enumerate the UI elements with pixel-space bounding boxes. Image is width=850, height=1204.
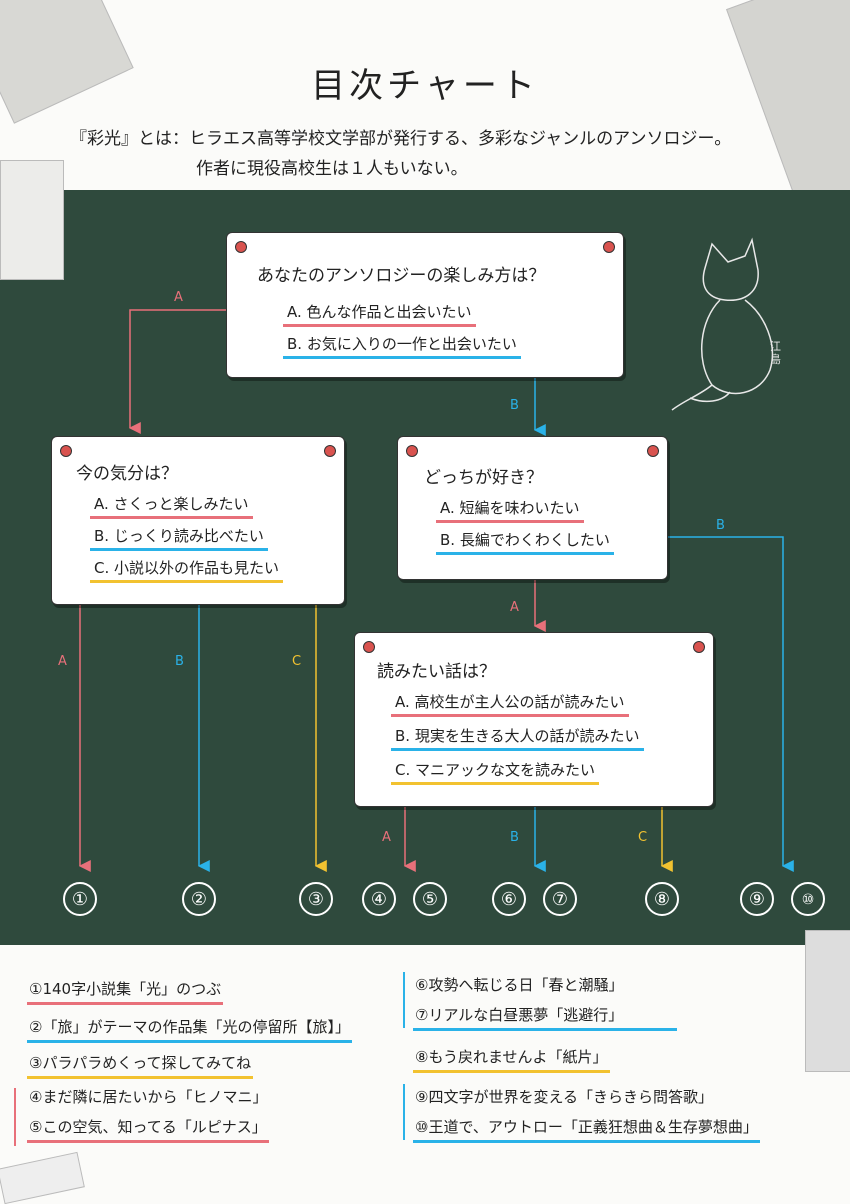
legend-bracket-6-7 xyxy=(403,972,405,1028)
pin-icon xyxy=(406,445,418,457)
cat-doodle xyxy=(671,237,774,411)
question-card-4: 読みたい話は？ A. 高校生が主人公の話が読みたい B. 現実を生きる大人の話が… xyxy=(354,632,714,807)
legend-item-8: ⑧もう戻れませんよ「紙片」 xyxy=(413,1046,610,1073)
artist-signature: 江島 xyxy=(770,340,781,366)
legend-bracket-9-10 xyxy=(403,1084,405,1140)
legend-item-6: ⑥攻勢へ転じる日「春と潮騒」 xyxy=(415,976,624,994)
question-2-option-a: A. さくっと楽しみたい xyxy=(90,493,253,519)
legend-item-7: ⑦リアルな白昼悪夢「逃避行」 xyxy=(413,1004,677,1031)
decorative-paper-right xyxy=(805,930,850,1072)
question-4-option-a: A. 高校生が主人公の話が読みたい xyxy=(391,691,629,717)
question-3-text: どっちが好き？ xyxy=(424,468,543,488)
question-3-option-a: A. 短編を味わいたい xyxy=(436,497,584,523)
legend-item-2: ②「旅」がテーマの作品集「光の停留所【旅】」 xyxy=(27,1016,352,1043)
question-3-option-b: B. 長編でわくわくしたい xyxy=(436,529,614,555)
legend-item-5: ⑤この空気、知ってる「ルピナス」 xyxy=(27,1116,269,1143)
intro-line-1: 『彩光』とは：ヒラエス高等学校文学部が発行する、多彩なジャンルのアンソロジー。 xyxy=(70,129,732,149)
result-number-3: ③ xyxy=(299,882,333,916)
label-q2-c: C xyxy=(292,654,302,669)
result-number-5: ⑤ xyxy=(413,882,447,916)
question-card-1: あなたのアンソロジーの楽しみ方は？ A. 色んな作品と出会いたい B. お気に入… xyxy=(226,232,624,378)
legend-item-9: ⑨四文字が世界を変える「きらきら問答歌」 xyxy=(415,1088,713,1106)
result-number-2: ② xyxy=(182,882,216,916)
legend-item-1: ①140字小説集「光」のつぶ xyxy=(27,978,224,1005)
pin-icon xyxy=(693,641,705,653)
question-card-3: どっちが好き？ A. 短編を味わいたい B. 長編でわくわくしたい xyxy=(397,436,668,580)
pin-icon xyxy=(603,241,615,253)
question-4-text: 読みたい話は？ xyxy=(377,662,496,682)
label-q2-b: B xyxy=(175,654,184,669)
result-number-7: ⑦ xyxy=(543,882,577,916)
intro-line-2: 作者に現役高校生は１人もいない。 xyxy=(196,159,468,179)
question-card-2: 今の気分は？ A. さくっと楽しみたい B. じっくり読み比べたい C. 小説以… xyxy=(51,436,345,605)
legend-item-4: ④まだ隣に居たいから「ヒノマニ」 xyxy=(29,1088,268,1106)
legend-item-3: ③パラパラめくって探してみてね xyxy=(27,1052,254,1079)
label-q3-b: B xyxy=(716,518,725,533)
legend-bracket-4-5 xyxy=(14,1088,16,1146)
result-number-6: ⑥ xyxy=(492,882,526,916)
result-number-8: ⑧ xyxy=(645,882,679,916)
legend-item-10: ⑩王道で、アウトロー「正義狂想曲＆生存夢想曲」 xyxy=(413,1116,760,1143)
label-q4-a: A xyxy=(382,830,391,845)
result-number-4: ④ xyxy=(362,882,396,916)
question-4-option-b: B. 現実を生きる大人の話が読みたい xyxy=(391,725,644,751)
question-2-option-c: C. 小説以外の作品も見たい xyxy=(90,557,284,583)
question-1-option-b: B. お気に入りの一作と出会いたい xyxy=(283,333,521,359)
label-q2-a: A xyxy=(58,654,67,669)
pin-icon xyxy=(363,641,375,653)
label-q3-a: A xyxy=(510,600,519,615)
question-2-option-b: B. じっくり読み比べたい xyxy=(90,525,268,551)
label-q4-c: C xyxy=(638,830,648,845)
question-2-text: 今の気分は？ xyxy=(76,464,178,484)
connector-q3-b xyxy=(652,536,794,872)
result-number-1: ① xyxy=(63,882,97,916)
question-4-option-c: C. マニアックな文を読みたい xyxy=(391,759,600,785)
question-1-text: あなたのアンソロジーの楽しみ方は？ xyxy=(257,266,546,286)
label-q1-a: A xyxy=(174,290,183,305)
label-q1-b: B xyxy=(510,398,519,413)
pin-icon xyxy=(324,445,336,457)
pin-icon xyxy=(647,445,659,457)
pin-icon xyxy=(60,445,72,457)
label-q4-b: B xyxy=(510,830,519,845)
result-number-9: ⑨ xyxy=(740,882,774,916)
page-title: 目次チャート xyxy=(311,66,539,106)
question-1-option-a: A. 色んな作品と出会いたい xyxy=(283,301,476,327)
pin-icon xyxy=(235,241,247,253)
result-number-10: ⑩ xyxy=(791,882,825,916)
connector-q1-a xyxy=(128,309,226,434)
decorative-newspaper-left xyxy=(0,160,64,280)
